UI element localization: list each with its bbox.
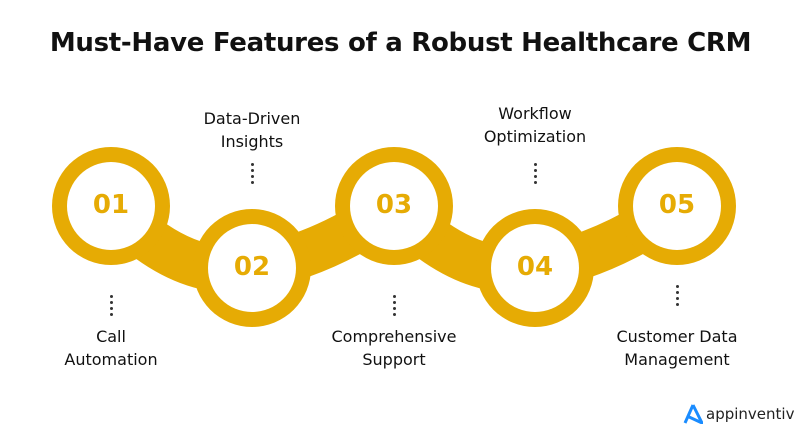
step-label-02: Data-Driven Insights: [203, 109, 301, 151]
step-number-04: 04: [516, 252, 554, 282]
step-inner-05: [633, 162, 721, 250]
dotted-connector: [676, 285, 679, 309]
step-label-01: Call Automation: [64, 327, 158, 369]
appinventiv-logo: appinventiv: [683, 404, 794, 424]
appinventiv-logo-icon: [683, 404, 703, 424]
dotted-connector: [534, 163, 537, 187]
step-number-03: 03: [375, 190, 413, 220]
step-inner-03: [350, 162, 438, 250]
dotted-connector: [393, 295, 396, 319]
step-number-01: 01: [92, 190, 130, 220]
step-inner-01: [67, 162, 155, 250]
step-label-03: Comprehensive Support: [331, 327, 457, 369]
dotted-connector: [110, 295, 113, 319]
step-label-04: Workflow Optimization: [483, 104, 587, 146]
page-title: Must-Have Features of a Robust Healthcar…: [49, 28, 752, 58]
step-inner-04: [491, 224, 579, 312]
logo-text: appinventiv: [706, 405, 795, 423]
dotted-connector: [251, 163, 254, 187]
step-number-05: 05: [658, 190, 696, 220]
step-inner-02: [208, 224, 296, 312]
step-label-05: Customer Data Management: [616, 327, 738, 369]
step-number-02: 02: [233, 252, 271, 282]
